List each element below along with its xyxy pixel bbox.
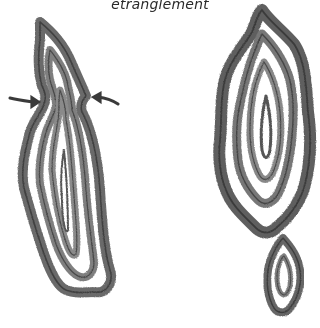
main-core <box>261 96 271 158</box>
constricted-shape <box>23 22 111 293</box>
main-split-shape <box>219 10 310 233</box>
constricted-core <box>61 150 68 231</box>
right-arrow-icon <box>92 92 118 104</box>
bud-outer-band <box>267 238 300 313</box>
small-bud-shape <box>267 238 300 313</box>
left-arrow-icon <box>10 96 40 108</box>
